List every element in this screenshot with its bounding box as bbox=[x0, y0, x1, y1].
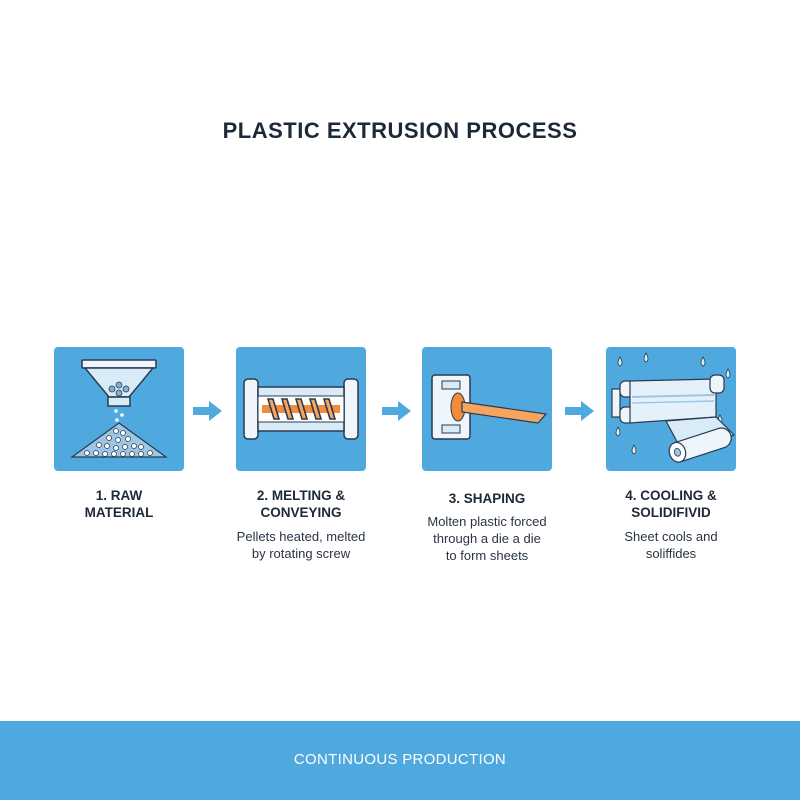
footer-banner: CONTINUOUS PRODUCTION bbox=[0, 721, 800, 800]
step-2-heading: 2. MELTING & CONVEYING bbox=[211, 487, 391, 521]
step-1-heading: 1. RAW MATERIAL bbox=[29, 487, 209, 521]
page-title: PLASTIC EXTRUSION PROCESS bbox=[222, 118, 578, 143]
arrow-right-icon bbox=[193, 401, 222, 421]
step-1-heading-line2: MATERIAL bbox=[84, 505, 154, 520]
step-4-heading-line2: SOLIDIFIVID bbox=[631, 505, 711, 520]
die-sheet-icon bbox=[431, 374, 548, 440]
step-2-description: Pellets heated, melted by rotating screw bbox=[211, 528, 391, 562]
step-2-heading-line1: 2. MELTING & bbox=[256, 488, 346, 503]
extruder-screw-icon bbox=[243, 378, 359, 440]
cooling-rollers-icon bbox=[611, 352, 736, 463]
step-4-desc-line: soliffides bbox=[645, 546, 697, 561]
step-4-tile bbox=[606, 347, 736, 471]
hopper-pellets-icon bbox=[70, 359, 168, 458]
step-3-heading: 3. SHAPING bbox=[397, 490, 577, 507]
step-2-desc-line: by rotating screw bbox=[251, 546, 351, 561]
step-4-heading-line1: 4. COOLING & bbox=[625, 488, 717, 503]
step-2-heading-line2: CONVEYING bbox=[260, 505, 342, 520]
step-1-tile bbox=[54, 347, 184, 471]
step-3-heading-line1: 3. SHAPING bbox=[448, 491, 526, 506]
footer-label: CONTINUOUS PRODUCTION bbox=[293, 751, 507, 768]
step-2-desc-line: Pellets heated, melted bbox=[236, 529, 366, 544]
step-4-heading: 4. COOLING & SOLIDIFIVID bbox=[581, 487, 761, 521]
step-2-tile bbox=[236, 347, 366, 471]
step-3-description: Molten plastic forced through a die a di… bbox=[397, 513, 577, 564]
step-1-heading-line1: 1. RAW bbox=[95, 488, 143, 503]
step-3-desc-line: Molten plastic forced bbox=[427, 514, 547, 529]
step-4-description: Sheet cools and soliffides bbox=[581, 528, 761, 562]
step-3-tile bbox=[422, 347, 552, 471]
step-3-desc-line: to form sheets bbox=[445, 548, 529, 563]
step-4-desc-line: Sheet cools and bbox=[624, 529, 718, 544]
arrow-right-icon bbox=[565, 401, 594, 421]
arrow-right-icon bbox=[382, 401, 411, 421]
step-3-desc-line: through a die a die bbox=[433, 531, 541, 546]
